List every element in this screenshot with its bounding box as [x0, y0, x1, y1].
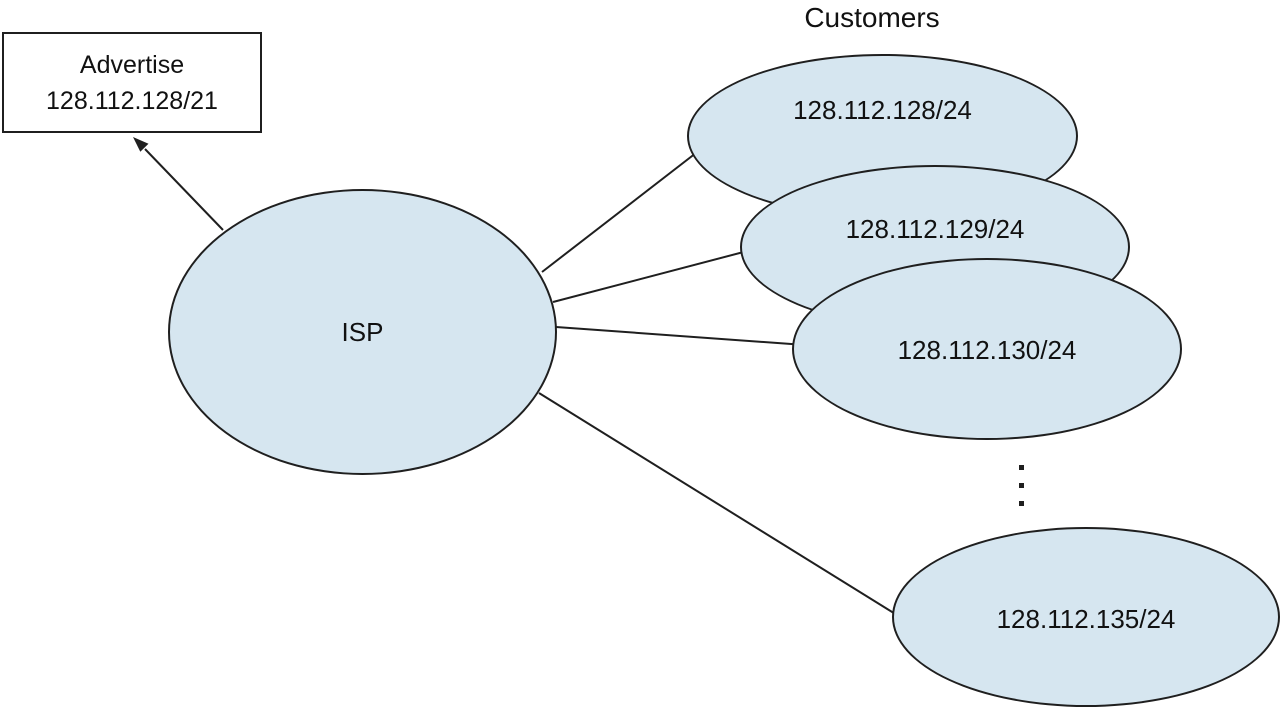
customer-node-3-label: 128.112.130/24 [897, 335, 1077, 365]
customer-node-2-label: 128.112.129/24 [845, 214, 1025, 244]
isp-node-label: ISP [341, 316, 384, 347]
advertise-arrowhead-icon [133, 137, 149, 152]
customers-group-title: Customers [804, 2, 940, 33]
ellipsis-dot [1019, 501, 1024, 506]
advertise-arrow-shaft [144, 148, 224, 231]
link-isp-to-customer-4 [538, 392, 906, 621]
advertise-prefix: 128.112.128/21 [46, 86, 218, 115]
ellipsis-dot [1019, 465, 1024, 470]
advertise-annotation-box: Advertise 128.112.128/21 [2, 32, 262, 133]
link-isp-to-customer-3 [555, 326, 806, 346]
customer-node-3: 128.112.130/24 [792, 258, 1182, 440]
ellipsis-dot [1019, 483, 1024, 488]
customer-node-4-label: 128.112.135/24 [996, 604, 1176, 634]
vertical-ellipsis-icon [1019, 465, 1024, 506]
customer-node-4: 128.112.135/24 [892, 527, 1280, 707]
advertise-arrow [133, 137, 224, 231]
isp-node: ISP [168, 189, 557, 475]
advertise-label: Advertise [79, 50, 185, 79]
link-isp-to-customer-2 [552, 248, 756, 303]
customer-node-1-label: 128.112.128/24 [793, 95, 972, 125]
link-isp-to-customer-1 [541, 145, 706, 273]
